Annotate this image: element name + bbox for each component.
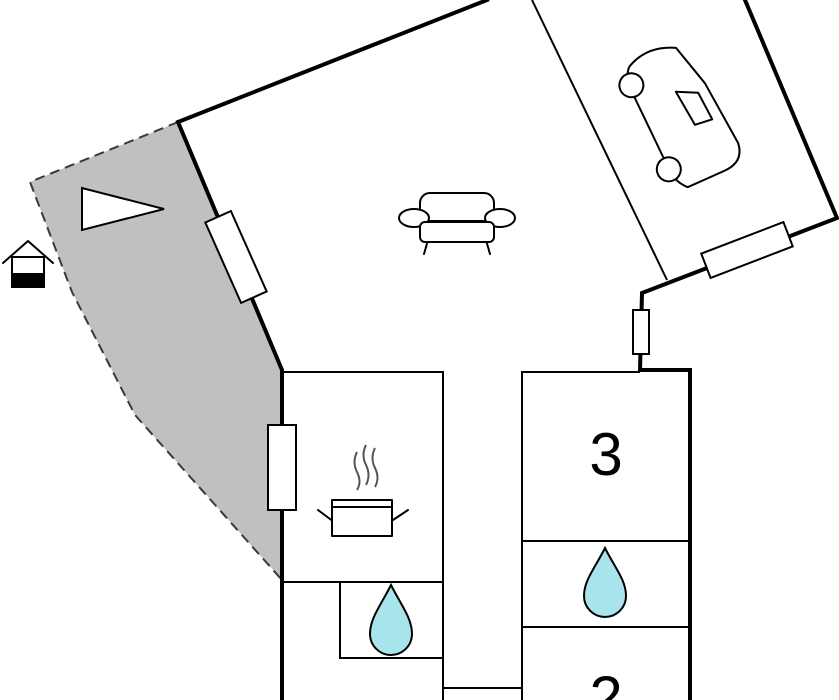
sofa-icon (398, 192, 516, 255)
water-drop-icon (368, 582, 414, 656)
window-left-lower (267, 424, 297, 511)
cooking-pot-icon (317, 444, 409, 537)
kitchen-wall (282, 371, 444, 700)
car-icon (618, 46, 741, 189)
water-drop-icon (582, 545, 628, 618)
bedroom-wall (521, 371, 640, 700)
house-entrance-icon (2, 240, 54, 288)
room-number-lower: 2 (589, 664, 622, 700)
window-garage (699, 220, 795, 280)
small-bath-wall (339, 582, 443, 659)
window-hall-small (632, 309, 650, 355)
direction-triangle-icon (81, 186, 165, 232)
garage-divider-wall (531, 0, 668, 281)
room-number-bedroom: 3 (589, 421, 622, 488)
window-left-upper (203, 209, 269, 305)
terrace-area (28, 120, 283, 583)
